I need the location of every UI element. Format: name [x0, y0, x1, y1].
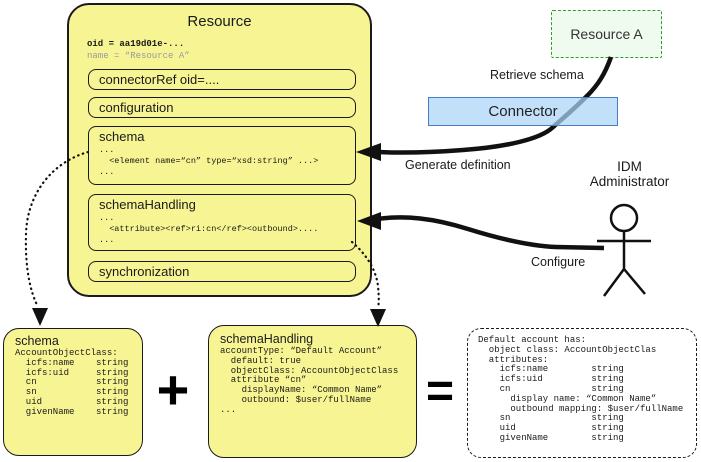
- schema-detail-title: schema: [15, 334, 59, 348]
- connector-label: Connector: [488, 103, 558, 120]
- resource-a-box: Resource A: [551, 10, 662, 58]
- resource-panel: Resource oid = aa19d01e-... name = “Reso…: [67, 3, 372, 297]
- schema-handling-detail-title: schemaHandling: [220, 332, 314, 346]
- section-schema-handling-code: ... <attribute><ref>ri:cn</ref><outbound…: [99, 213, 319, 245]
- resource-name-line: name = “Resource A”: [87, 51, 190, 61]
- configure-label: Configure: [531, 255, 586, 269]
- schema-detail-box: schema AccountObjectClass: icfs:name str…: [3, 328, 143, 456]
- actor-name-line2: Administrator: [589, 174, 670, 189]
- section-schema-code: ... <element name=“cn” type=“xsd:string”…: [99, 145, 319, 177]
- actor-leg-left: [602, 268, 626, 297]
- configure-arrow: [369, 215, 605, 251]
- section-schema: schema ... <element name=“cn” type=“xsd:…: [88, 126, 356, 185]
- section-configuration: configuration: [88, 97, 356, 118]
- actor-name-line1: IDM: [617, 159, 642, 174]
- section-connector-ref: connectorRef oid=....: [88, 69, 356, 90]
- actor-name: IDM Administrator: [577, 159, 682, 189]
- retrieve-schema-label: Retrieve schema: [490, 68, 584, 82]
- section-schema-title: schema: [99, 129, 145, 144]
- generate-definition-label: Generate definition: [405, 158, 511, 172]
- section-connector-ref-label: connectorRef oid=....: [99, 72, 220, 87]
- plus-operator: +: [156, 358, 190, 421]
- schema-dotted-arrowhead: [32, 308, 48, 326]
- section-synchronization-label: synchronization: [99, 264, 190, 279]
- section-schema-handling: schemaHandling ... <attribute><ref>ri:cn…: [88, 194, 356, 251]
- actor-head: [609, 203, 639, 233]
- actor-figure: [597, 203, 651, 297]
- connector-box: Connector: [428, 97, 618, 126]
- section-schema-handling-title: schemaHandling: [99, 197, 196, 212]
- section-configuration-label: configuration: [99, 100, 174, 115]
- schema-handling-detail-box: schemaHandling accountType: “Default Acc…: [208, 325, 417, 458]
- result-code: Default account has: object class: Accou…: [478, 335, 684, 443]
- resource-a-label: Resource A: [570, 26, 643, 42]
- section-synchronization: synchronization: [88, 261, 356, 282]
- schema-handling-detail-code: accountType: “Default Account” default: …: [220, 346, 399, 415]
- actor-leg-right: [623, 268, 646, 295]
- equals-operator: =: [425, 365, 455, 418]
- resource-panel-title: Resource: [187, 13, 252, 30]
- schema-detail-code: AccountObjectClass: icfs:name string icf…: [15, 348, 129, 417]
- result-box: Default account has: object class: Accou…: [467, 328, 697, 458]
- resource-oid-line: oid = aa19d01e-...: [87, 39, 185, 49]
